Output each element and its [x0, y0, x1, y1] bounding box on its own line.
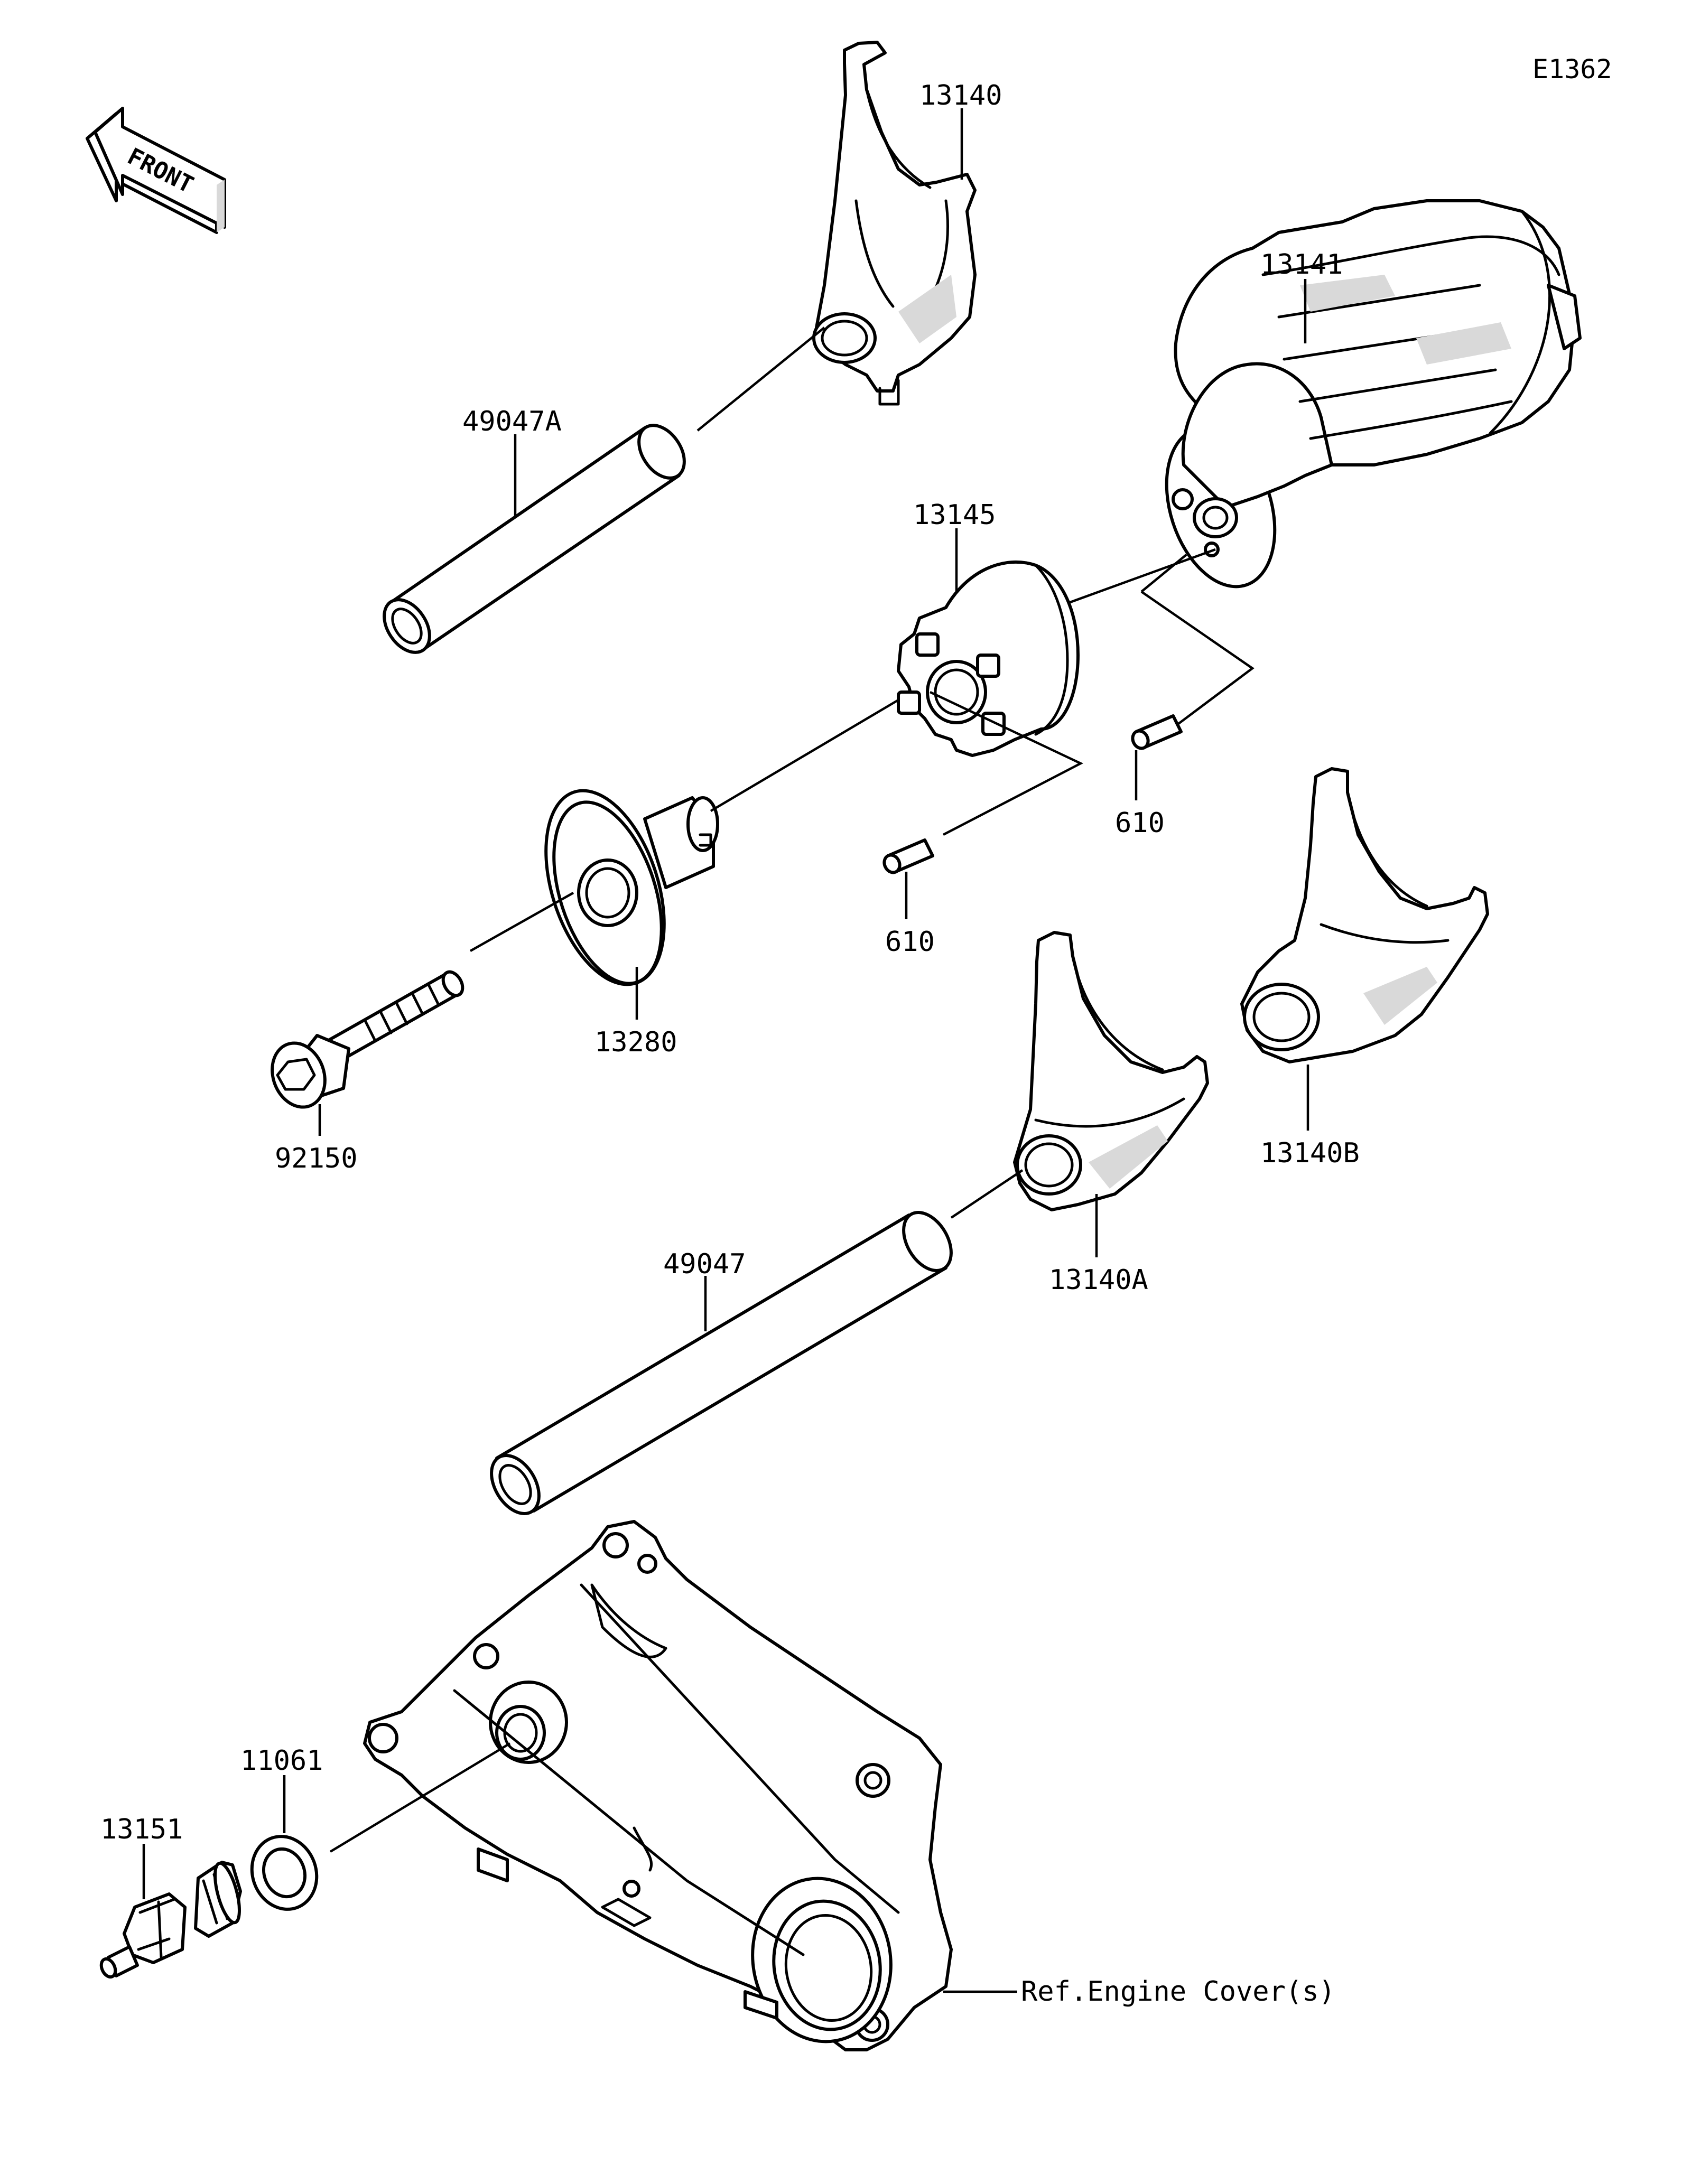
label-610-right: 610: [1115, 807, 1165, 839]
part-labels: 13140 13141 49047A 13145 610 610 13280 9…: [100, 80, 1360, 2008]
label-13151: 13151: [100, 1814, 183, 1845]
shift-fork-a: [1013, 931, 1209, 1211]
label-13140b: 13140B: [1260, 1137, 1360, 1169]
label-49047a: 49047A: [462, 406, 562, 437]
label-92150: 92150: [275, 1143, 358, 1174]
label-13280: 13280: [594, 1026, 677, 1058]
socket-bolt: [271, 970, 464, 1109]
neutral-switch: [99, 1861, 242, 1979]
leader-lines: [142, 108, 1309, 1993]
label-11061: 11061: [240, 1745, 323, 1777]
label-13141: 13141: [1260, 249, 1343, 281]
label-13140: 13140: [919, 80, 1002, 111]
label-13145: 13145: [913, 499, 996, 531]
label-610-left: 610: [885, 926, 935, 958]
shift-drum: [1165, 199, 1582, 589]
label-ref-engine-cover: Ref.Engine Cover(s): [1021, 1976, 1335, 2008]
dowel-pin-left: [882, 838, 934, 874]
diagram-code: E1362: [1532, 54, 1612, 85]
shift-fork-b: [1240, 767, 1489, 1063]
label-13140a: 13140A: [1049, 1264, 1148, 1296]
shift-rod: [490, 1210, 953, 1516]
shift-rod-a: [383, 424, 686, 654]
engine-cover: [363, 1520, 953, 2051]
label-49047: 49047: [663, 1248, 746, 1280]
drum-holder: [897, 560, 1080, 757]
dowel-pin-right: [1131, 714, 1183, 750]
shift-fork-top: [812, 41, 977, 406]
front-arrow-icon: FRONT: [86, 107, 226, 234]
drum-plate: [544, 789, 719, 986]
gasket-washer: [250, 1835, 319, 1911]
